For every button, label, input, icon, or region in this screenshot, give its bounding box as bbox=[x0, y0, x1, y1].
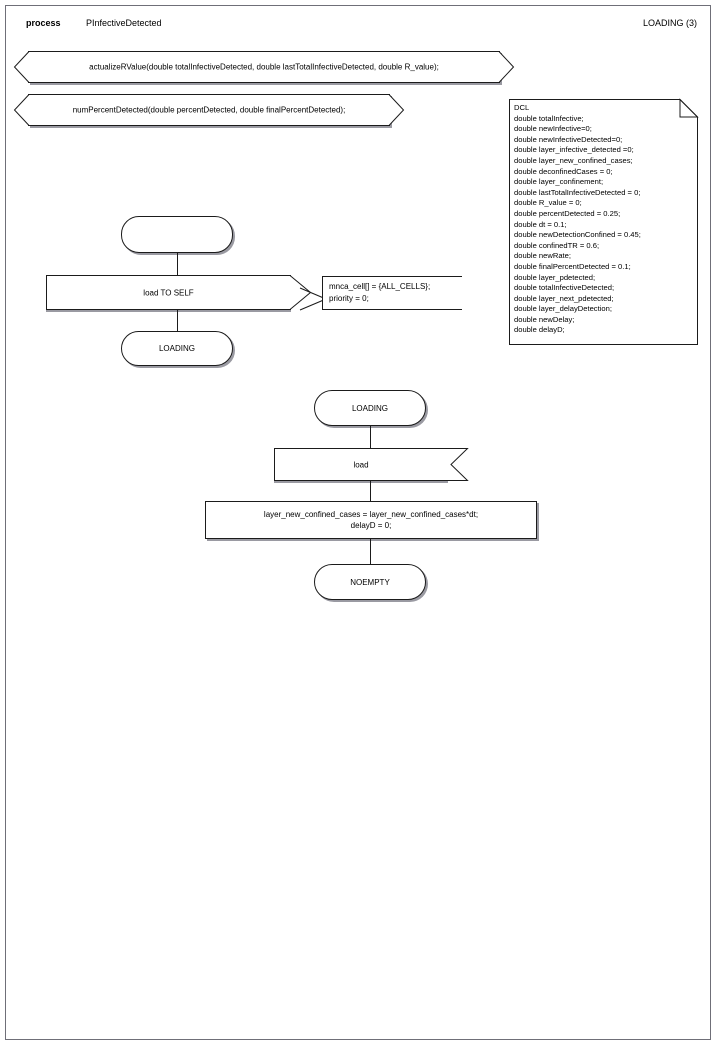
input-label: load bbox=[353, 460, 369, 469]
comment-mnca-cell[interactable]: mnca_cell[] = {ALL_CELLS}; priority = 0; bbox=[322, 276, 462, 310]
procedure-call-body bbox=[28, 51, 500, 83]
procedure-call-body bbox=[28, 94, 390, 126]
procedure-call-right-cap-icon bbox=[388, 94, 405, 126]
dcl-note-shape bbox=[509, 99, 698, 345]
output-body bbox=[46, 275, 291, 310]
input-signal-load[interactable]: load bbox=[274, 448, 469, 481]
state-noempty[interactable]: NOEMPTY bbox=[314, 564, 426, 600]
state-label: LOADING bbox=[351, 403, 388, 413]
dcl-declaration-note[interactable]: DCL double totalInfective; double newInf… bbox=[509, 98, 699, 345]
procedure-call-label: numPercentDetected(double percentDetecte… bbox=[72, 105, 346, 115]
procedure-call-actualize-rvalue[interactable]: actualizeRValue(double totalInfectiveDet… bbox=[13, 51, 515, 83]
input-body bbox=[274, 448, 448, 481]
connector-state-to-input bbox=[370, 426, 371, 448]
input-right-notch-icon bbox=[447, 448, 469, 481]
page-label: LOADING (3) bbox=[642, 18, 697, 28]
state-start-empty[interactable] bbox=[121, 216, 233, 253]
connector-task-to-state bbox=[370, 539, 371, 564]
state-label: LOADING bbox=[158, 344, 195, 353]
connector-output-to-state bbox=[177, 310, 178, 331]
task-update-confined-cases[interactable]: layer_new_confined_cases = layer_new_con… bbox=[205, 501, 537, 539]
state-label: NOEMPTY bbox=[350, 577, 390, 587]
process-keyword: process bbox=[26, 18, 61, 28]
state-loading-upper[interactable]: LOADING bbox=[121, 331, 233, 366]
output-label: load TO SELF bbox=[143, 288, 194, 297]
connector-start-to-output bbox=[177, 253, 178, 275]
connector-input-to-task bbox=[370, 481, 371, 501]
state-loading-lower[interactable]: LOADING bbox=[314, 390, 426, 426]
procedure-call-left-cap-icon bbox=[13, 94, 30, 126]
comment-connector-line bbox=[299, 287, 327, 311]
procedure-call-num-percent-detected[interactable]: numPercentDetected(double percentDetecte… bbox=[13, 94, 405, 126]
procedure-call-left-cap-icon bbox=[13, 51, 30, 83]
output-load-to-self[interactable]: load TO SELF bbox=[46, 275, 312, 310]
process-name: PInfectiveDetected bbox=[86, 18, 162, 28]
procedure-call-label: actualizeRValue(double totalInfectiveDet… bbox=[89, 62, 439, 72]
dcl-note-text: DCL double totalInfective; double newInf… bbox=[514, 103, 641, 335]
procedure-call-right-cap-icon bbox=[498, 51, 515, 83]
task-label: layer_new_confined_cases = layer_new_con… bbox=[263, 510, 479, 530]
